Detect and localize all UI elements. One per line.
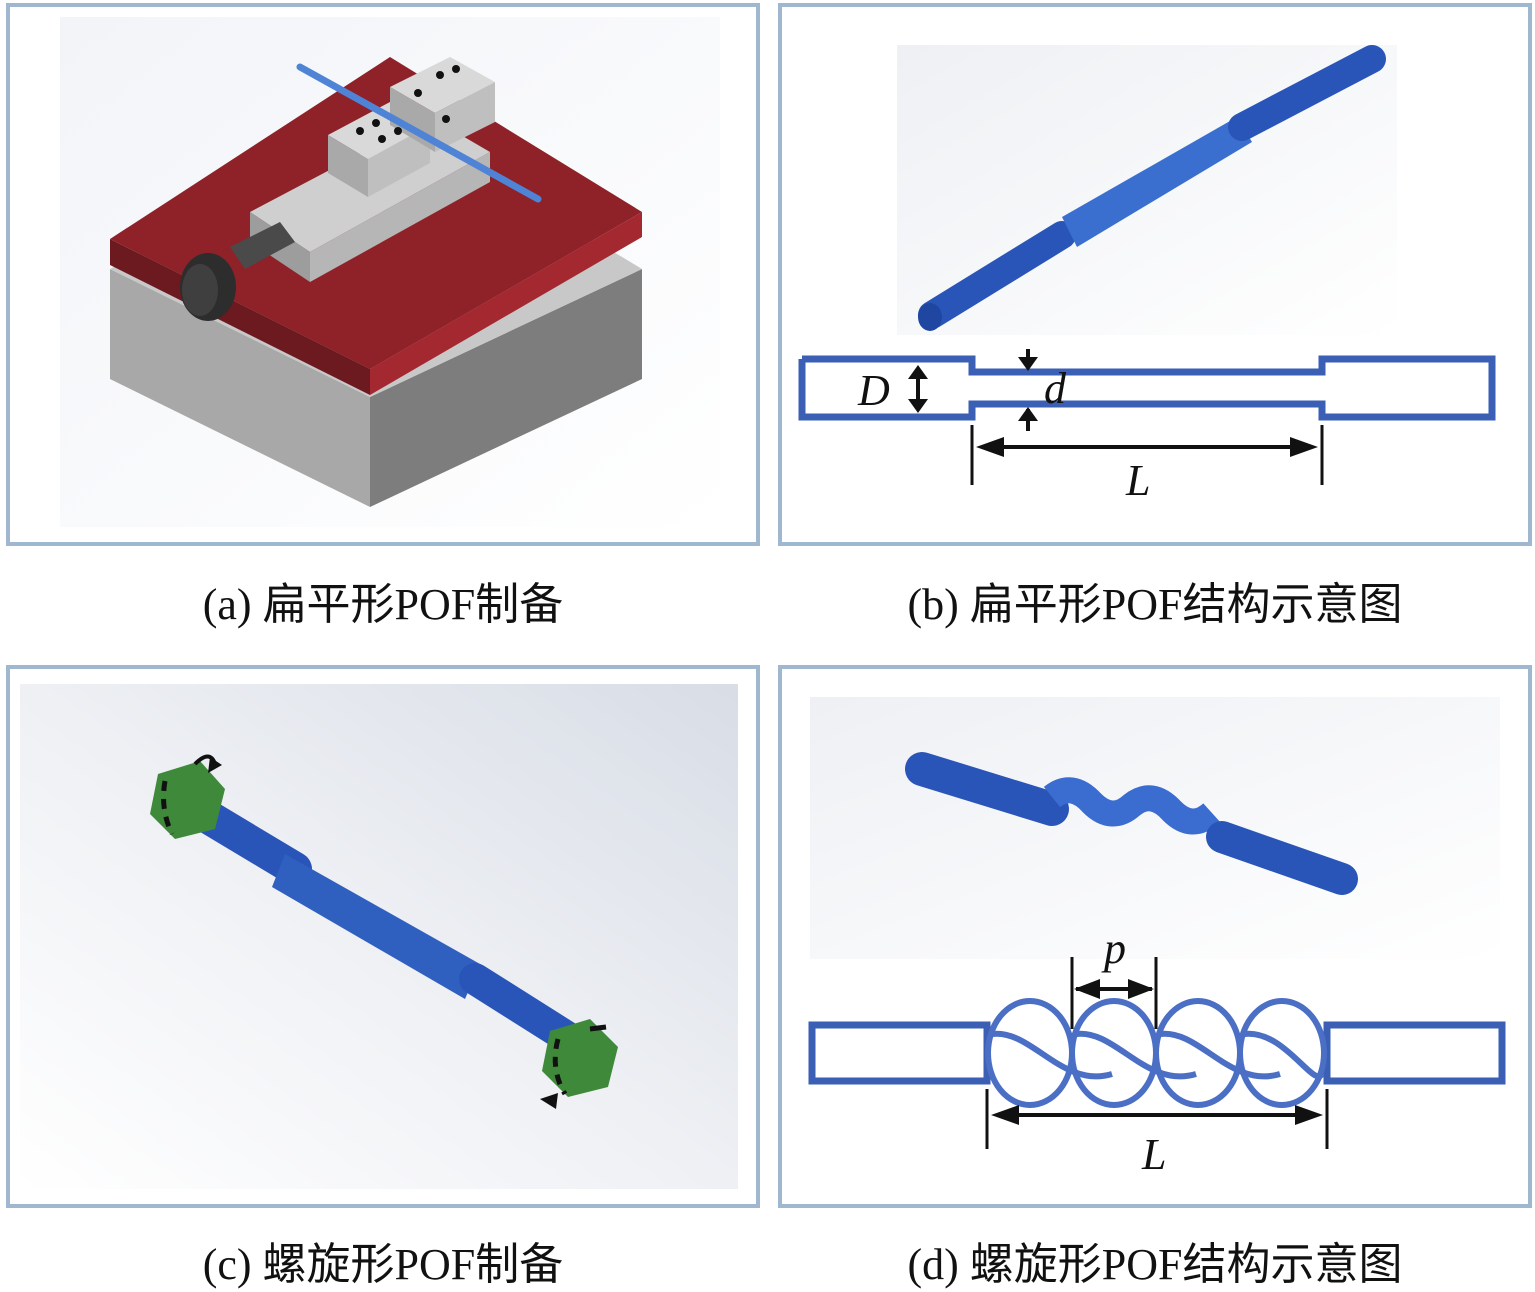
spiral-pof-diagram: p L	[808, 697, 1506, 1179]
panel-c	[6, 665, 760, 1208]
flat-fiber-outline	[798, 355, 1496, 421]
spiral-fiber-render	[905, 752, 1358, 895]
caption-c: (c) 螺旋形POF制备	[202, 1240, 564, 1289]
label-p: p	[1101, 924, 1126, 973]
rotation-arrow-right	[540, 1093, 558, 1109]
caption-b: (b) 扁平形POF结构示意图	[907, 580, 1403, 629]
caption-a: (a) 扁平形POF制备	[202, 580, 564, 629]
base-right-face	[370, 269, 642, 507]
twist-fixture-illustration	[20, 684, 738, 1189]
panel-a	[6, 3, 760, 546]
optical-fiber	[296, 63, 542, 203]
panel-b: D d L	[778, 3, 1532, 546]
right-fixture	[542, 1019, 618, 1097]
flat-fiber-render	[918, 45, 1386, 331]
spiral-right-end	[1323, 1021, 1506, 1085]
caption-d: (d) 螺旋形POF结构示意图	[907, 1240, 1403, 1289]
spiral-left-end	[808, 1021, 991, 1085]
vise-illustration	[60, 17, 720, 527]
rotation-arrow-left	[208, 757, 222, 773]
spiral-twist-section	[985, 998, 1327, 1108]
label-L: L	[1125, 456, 1150, 505]
label-d: d	[1044, 364, 1067, 413]
label-D: D	[857, 366, 890, 415]
flat-pof-diagram: D d L	[798, 45, 1496, 505]
label-L-spiral: L	[1141, 1130, 1166, 1179]
base-left-face	[110, 269, 370, 507]
panel-d: p L	[778, 665, 1532, 1208]
vise-jaw-rear	[390, 57, 495, 113]
